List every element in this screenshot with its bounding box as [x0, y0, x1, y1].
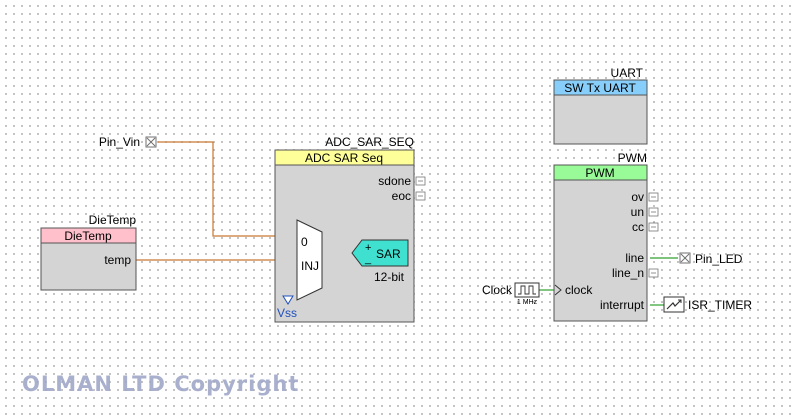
sar-label: SAR [376, 247, 401, 261]
pin-led[interactable]: Pin_LED [679, 252, 743, 266]
pin-vin[interactable]: Pin_Vin [99, 135, 157, 149]
clock-label: Clock [482, 283, 513, 297]
pwm-title: PWM [585, 166, 614, 180]
pwm-port-ov: ov [631, 190, 644, 204]
pin-vin-terminal-icon [145, 136, 157, 148]
pwm-instance-name: PWM [618, 151, 647, 165]
sar-plus-sign: + [365, 242, 371, 254]
un-terminal-icon [648, 207, 659, 217]
adc-sar-seq-component[interactable]: ADC_SAR_SEQ ADC SAR Seq sdone eoc 0 INJ … [274, 135, 426, 323]
pwm-port-cc: cc [632, 220, 644, 234]
sar-minus-sign: _ [364, 253, 372, 265]
isr-timer[interactable]: ISR_TIMER [663, 296, 752, 313]
adc-header [274, 149, 415, 166]
vss-label: Vss [277, 306, 297, 320]
adc-port-eoc: eoc [392, 189, 411, 203]
sar-icon [351, 239, 409, 267]
pwm-port-un: un [631, 205, 644, 219]
dietemp-component[interactable]: DieTemp DieTemp temp [40, 213, 137, 291]
pin-led-terminal-icon [679, 252, 691, 264]
dietemp-title: DieTemp [64, 229, 112, 243]
interrupt-lightning-icon [663, 296, 685, 313]
eoc-terminal-icon [415, 191, 426, 201]
line-n-terminal-icon [648, 268, 659, 278]
watermark: OLMAN LTD Copyright [22, 372, 300, 396]
wire-pin-vin-to-mux [158, 141, 297, 237]
adc-instance-name: ADC_SAR_SEQ [325, 135, 414, 149]
clock-waveform-icon [514, 282, 540, 298]
pwm-component[interactable]: PWM PWM ov un cc line line_n interrupt c… [553, 151, 659, 322]
clock-source[interactable]: Clock 1 MHz [482, 282, 540, 306]
vss-ground-icon [282, 295, 294, 305]
pwm-port-clock: clock [565, 283, 593, 297]
pin-vin-label: Pin_Vin [99, 135, 140, 149]
mux-input-0: 0 [301, 235, 308, 249]
mux-input-inj: INJ [301, 259, 319, 273]
clock-frequency: 1 MHz [517, 299, 538, 306]
dietemp-port-temp: temp [104, 253, 131, 267]
pwm-header [553, 164, 648, 181]
mux-icon [296, 219, 323, 301]
adc-title: ADC SAR Seq [305, 151, 383, 165]
pwm-body [553, 164, 648, 322]
cc-terminal-icon [648, 222, 659, 232]
uart-component[interactable]: UART SW Tx UART [553, 66, 648, 145]
uart-header [553, 79, 648, 96]
adc-port-sdone: sdone [378, 174, 411, 188]
pwm-port-line-n: line_n [612, 266, 644, 280]
ov-terminal-icon [648, 192, 659, 202]
clock-input-arrow-icon [554, 284, 562, 296]
uart-title: SW Tx UART [564, 81, 636, 95]
isr-timer-label: ISR_TIMER [688, 298, 752, 312]
uart-instance-name: UART [611, 66, 644, 80]
dietemp-header [40, 227, 137, 244]
dietemp-instance-name: DieTemp [89, 213, 137, 227]
pwm-port-line: line [625, 251, 644, 265]
sar-bits: 12-bit [374, 270, 405, 284]
sdone-terminal-icon [415, 176, 426, 186]
pin-led-label: Pin_LED [695, 252, 743, 266]
pwm-port-interrupt: interrupt [600, 298, 645, 312]
